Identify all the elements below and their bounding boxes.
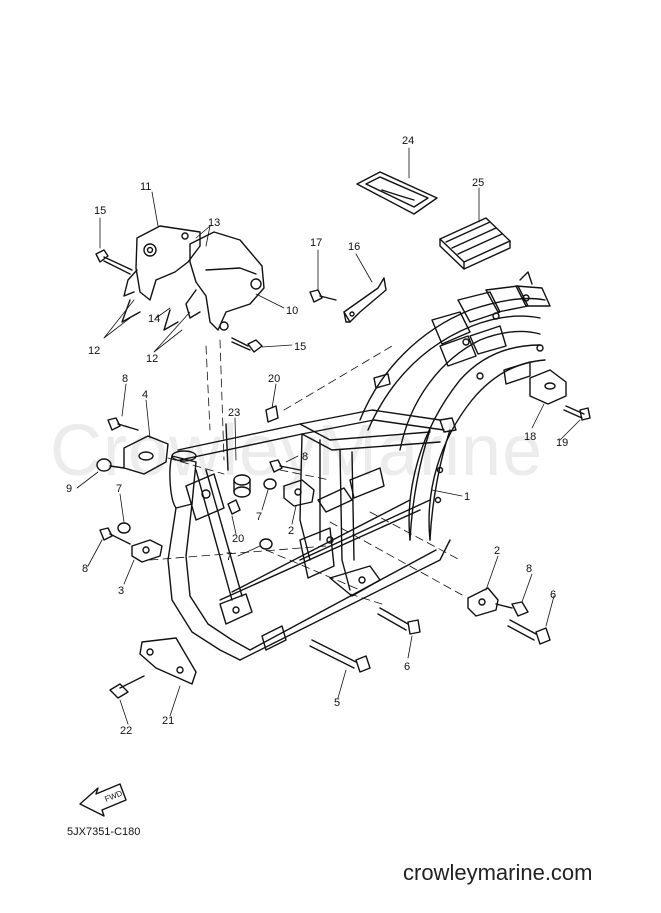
site-footer: crowleymarine.com — [403, 860, 593, 885]
callout-12-left: 12 — [88, 345, 100, 357]
callouts: 24 25 11 15 13 17 16 10 14 15 12 12 8 20… — [66, 135, 568, 737]
callout-15-lower: 15 — [294, 341, 306, 353]
callout-2-right: 2 — [494, 545, 500, 557]
collar-7-left — [117, 522, 131, 534]
diagram-code: 5JX7351-C180 — [67, 826, 141, 838]
bolt-17 — [309, 289, 337, 303]
bolt-15-upper — [95, 249, 133, 275]
callout-8-left: 8 — [82, 563, 88, 575]
callout-25: 25 — [472, 177, 484, 189]
callout-20-lower: 20 — [232, 533, 244, 545]
part-16-bracket — [343, 277, 387, 323]
bolt-22 — [109, 675, 145, 699]
alignment-lines — [149, 339, 465, 605]
bolt-15-lower — [231, 337, 263, 353]
callout-7-center: 7 — [256, 511, 262, 523]
part-24-plate — [356, 171, 438, 215]
part-3-bracket — [131, 539, 163, 563]
part-20-upper — [265, 405, 279, 423]
callout-20-upper: 20 — [268, 373, 280, 385]
bolt-8-left-top — [107, 417, 139, 431]
callout-16: 16 — [348, 241, 360, 253]
part-1-main-frame — [167, 271, 551, 661]
callout-3: 3 — [118, 585, 124, 597]
part-20-rubber — [233, 474, 251, 498]
callout-8-right: 8 — [526, 563, 532, 575]
part-2-bracket-center — [283, 479, 315, 507]
callout-13: 13 — [208, 217, 220, 229]
callout-6-right: 6 — [550, 589, 556, 601]
nut-9 — [96, 458, 125, 472]
callout-10: 10 — [286, 305, 298, 317]
part-21-cover — [139, 637, 197, 685]
callout-11: 11 — [140, 181, 151, 193]
bolt-19 — [563, 405, 591, 421]
callout-22: 22 — [120, 725, 132, 737]
callout-7-left: 7 — [116, 483, 122, 495]
part-20-lower — [227, 499, 241, 515]
collar-7-lower — [259, 538, 273, 550]
bolt-8-center — [269, 459, 301, 473]
part-4-bracket — [123, 435, 169, 475]
callout-12-center: 12 — [146, 353, 158, 365]
part-2-bracket-right — [467, 587, 499, 617]
leader-lines — [76, 147, 581, 725]
callout-14: 14 — [148, 313, 160, 325]
callout-7-lower: 7 — [226, 551, 232, 563]
callout-9: 9 — [66, 483, 72, 495]
part-25-label — [439, 217, 511, 270]
callout-2-center: 2 — [288, 525, 294, 537]
callout-21: 21 — [162, 715, 174, 727]
bolt-6-right — [507, 619, 551, 645]
callout-23: 23 — [228, 407, 240, 419]
part-11-cover — [121, 225, 201, 323]
callout-1: 1 — [464, 491, 470, 503]
part-18-block — [529, 369, 567, 405]
part-23-plate — [185, 423, 229, 521]
part-10-cover — [163, 231, 265, 331]
callout-8-center: 8 — [302, 451, 308, 463]
callout-6-center: 6 — [404, 661, 410, 673]
callout-18: 18 — [524, 431, 536, 443]
callout-15-upper: 15 — [94, 205, 106, 217]
callout-4: 4 — [142, 389, 148, 401]
callout-5: 5 — [334, 697, 340, 709]
bolt-8-right — [495, 601, 529, 617]
callout-17: 17 — [310, 237, 322, 249]
callout-8-top: 8 — [122, 373, 128, 385]
callout-24: 24 — [402, 135, 414, 147]
callout-19: 19 — [556, 437, 568, 449]
collar-7-center — [263, 478, 277, 490]
bolt-5 — [309, 639, 371, 673]
bolt-8-left-low — [99, 527, 131, 545]
bolt-6-center — [377, 607, 421, 635]
fwd-arrow-icon: FWD — [79, 783, 127, 817]
